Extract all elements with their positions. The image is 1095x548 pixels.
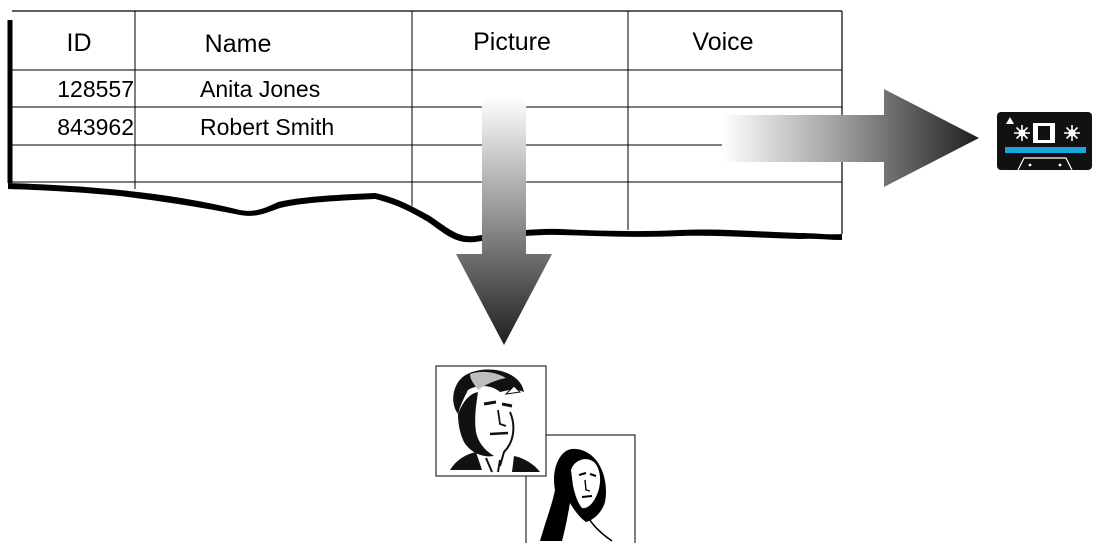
header-name: Name [205,30,272,58]
cell-name: Anita Jones [200,76,320,102]
header-id: ID [67,29,92,57]
arrow-down-to-pictures [456,97,552,345]
database-table: ID Name Picture Voice 128557 Anita Jones… [6,10,843,260]
cassette-tape-icon [997,112,1092,171]
arrow-right-to-cassette [722,89,979,187]
header-picture: Picture [473,28,551,56]
header-voice: Voice [692,28,753,56]
cell-name: Robert Smith [200,114,334,140]
torn-edge [8,183,842,243]
man-portrait-photo [435,365,547,477]
cell-id: 843962 [57,114,134,140]
cell-id: 128557 [57,76,134,102]
